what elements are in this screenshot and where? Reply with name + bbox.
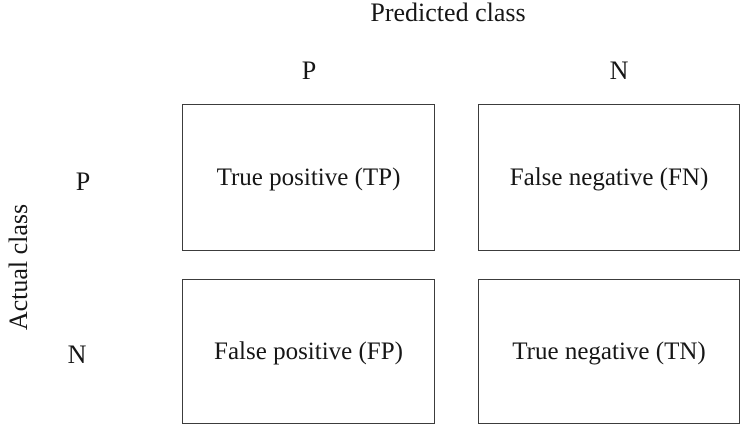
actual-class-axis-title: Actual class (4, 203, 33, 331)
row-header-actual-negative: N (67, 340, 87, 369)
predicted-class-axis-title: Predicted class (370, 0, 526, 27)
cell-true-negative-label: True negative (TN) (512, 337, 706, 365)
cell-false-negative: False negative (FN) (478, 104, 740, 251)
column-header-predicted-positive: P (301, 56, 317, 85)
row-header-actual-positive: P (75, 167, 91, 196)
cell-false-positive: False positive (FP) (182, 279, 435, 424)
cell-true-negative: True negative (TN) (478, 279, 740, 424)
cell-true-positive-label: True positive (TP) (216, 163, 401, 191)
cell-false-negative-label: False negative (FN) (509, 163, 709, 191)
cell-false-positive-label: False positive (FP) (214, 337, 403, 365)
column-header-predicted-negative: N (609, 56, 629, 85)
cell-true-positive: True positive (TP) (182, 104, 435, 251)
